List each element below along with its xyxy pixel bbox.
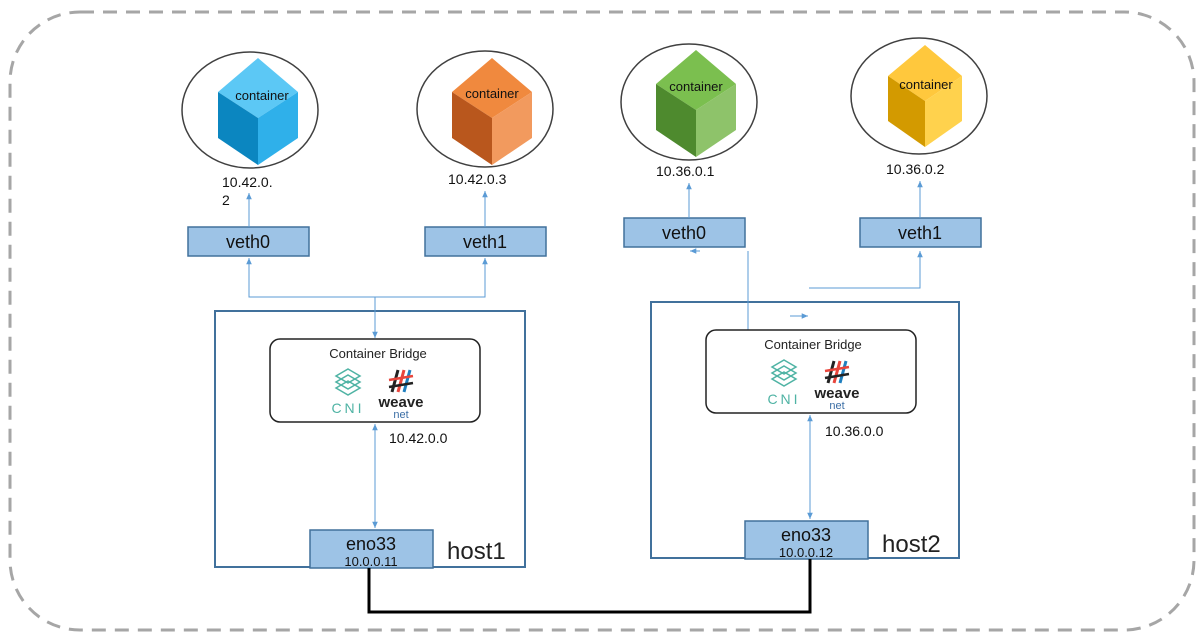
container-ip: 10.42.0. bbox=[222, 174, 273, 190]
nic-name: eno33 bbox=[346, 534, 396, 554]
veth-interface: veth0 bbox=[623, 217, 746, 248]
container-bridge: Container Bridge CNI weave net bbox=[269, 338, 481, 423]
container-label: container bbox=[669, 79, 723, 94]
container-node: container bbox=[620, 43, 758, 161]
container-ip-wrap: 2 bbox=[222, 192, 230, 208]
veth-label: veth0 bbox=[662, 223, 706, 243]
container-label: container bbox=[465, 86, 519, 101]
host1-label: host1 bbox=[447, 538, 506, 565]
host2-group: host2 container 10.36.0.1 container 10.3… bbox=[620, 37, 988, 560]
weave-label: weave bbox=[377, 394, 423, 411]
cni-logo-icon bbox=[770, 359, 798, 387]
nic-interface: eno33 10.0.0.12 bbox=[744, 520, 869, 560]
bridge-subnet: 10.36.0.0 bbox=[825, 423, 884, 439]
nic-ip: 10.0.0.11 bbox=[344, 554, 397, 569]
veth-interface: veth0 bbox=[187, 226, 310, 257]
weave-sub-label: net bbox=[829, 400, 844, 412]
veth-interface: veth1 bbox=[859, 217, 982, 248]
weave-logo-icon bbox=[824, 360, 850, 384]
weave-sub-label: net bbox=[393, 409, 408, 421]
bridge-to-veth-link bbox=[248, 262, 486, 298]
veth-interface: veth1 bbox=[424, 226, 547, 257]
container-cube-icon bbox=[656, 50, 736, 157]
host2-label: host2 bbox=[882, 531, 941, 558]
container-ip: 10.36.0.2 bbox=[886, 161, 945, 177]
container-ip: 10.36.0.1 bbox=[656, 163, 715, 179]
bridge-title: Container Bridge bbox=[764, 337, 862, 352]
weave-logo-icon bbox=[388, 369, 414, 393]
container-cube-icon bbox=[452, 58, 532, 165]
nic-interface: eno33 10.0.0.11 bbox=[309, 529, 434, 569]
cni-label: CNI bbox=[767, 391, 800, 407]
bridge-to-veth-link bbox=[809, 255, 921, 289]
container-bridge: Container Bridge CNI weave net bbox=[705, 329, 917, 414]
container-node: container bbox=[416, 50, 554, 168]
container-label: container bbox=[899, 77, 953, 92]
nic-name: eno33 bbox=[781, 525, 831, 545]
host1-group: host1 container 10.42.0. 2 container 10.… bbox=[181, 50, 554, 569]
outer-boundary bbox=[8, 10, 1196, 632]
veth-label: veth0 bbox=[226, 232, 270, 252]
veth-label: veth1 bbox=[898, 223, 942, 243]
container-cube-icon bbox=[218, 58, 298, 165]
container-node: container bbox=[181, 51, 319, 169]
weave-label: weave bbox=[813, 385, 859, 402]
container-node: container bbox=[850, 37, 988, 155]
bridge-subnet: 10.42.0.0 bbox=[389, 430, 448, 446]
container-label: container bbox=[235, 88, 289, 103]
cni-logo-icon bbox=[334, 368, 362, 396]
nic-ip: 10.0.0.12 bbox=[779, 545, 833, 560]
container-ip: 10.42.0.3 bbox=[448, 171, 507, 187]
veth-label: veth1 bbox=[463, 232, 507, 252]
container-cube-icon bbox=[888, 45, 962, 147]
physical-link bbox=[367, 559, 812, 614]
cni-label: CNI bbox=[331, 400, 364, 416]
bridge-title: Container Bridge bbox=[329, 346, 427, 361]
